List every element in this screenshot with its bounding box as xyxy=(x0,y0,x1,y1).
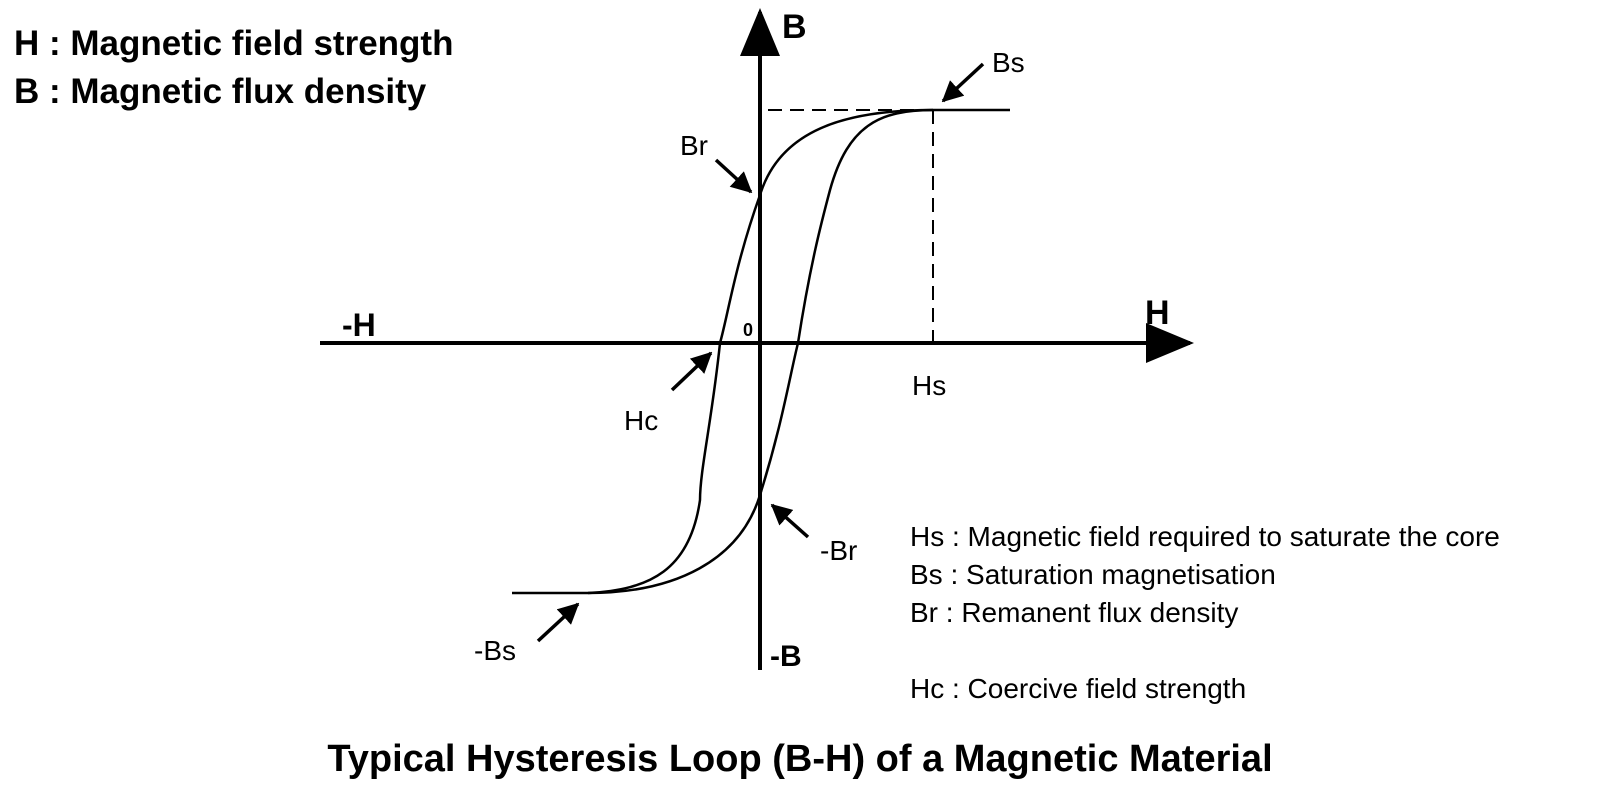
legend-b-line: B : Magnetic flux density xyxy=(14,72,427,111)
hc-pointer-arrow xyxy=(670,351,713,392)
legend-br-definition: Br : Remanent flux density xyxy=(910,597,1239,628)
hs-label: Hs xyxy=(912,370,946,401)
bs-pointer-arrow xyxy=(941,62,985,103)
neg-br-label: -Br xyxy=(820,535,857,566)
hc-label: Hc xyxy=(624,405,658,436)
neg-bs-pointer-arrow xyxy=(536,602,580,643)
legend-hc-definition: Hc : Coercive field strength xyxy=(910,673,1247,704)
b-axis-label: B xyxy=(782,8,807,46)
origin-label: 0 xyxy=(743,320,753,340)
h-axis-label: H xyxy=(1145,294,1170,332)
neg-h-axis-label: -H xyxy=(342,307,376,343)
br-label: Br xyxy=(680,130,708,161)
bs-label: Bs xyxy=(992,47,1025,78)
neg-br-pointer-arrow xyxy=(770,503,810,539)
br-pointer-arrow xyxy=(714,158,753,194)
diagram-title: Typical Hysteresis Loop (B-H) of a Magne… xyxy=(327,738,1273,780)
legend-h-line: H : Magnetic field strength xyxy=(14,24,454,63)
neg-b-axis-label: -B xyxy=(770,640,802,673)
legend-bs-definition: Bs : Saturation magnetisation xyxy=(910,559,1276,590)
symbol-legend: H : Magnetic field strength B : Magnetic… xyxy=(14,20,453,116)
legend-hs-definition: Hs : Magnetic field required to saturate… xyxy=(910,521,1500,552)
ascending-branch xyxy=(587,108,934,595)
definitions-legend: Hs : Magnetic field required to saturate… xyxy=(910,518,1500,708)
descending-branch xyxy=(587,108,934,595)
neg-bs-label: -Bs xyxy=(474,635,516,666)
